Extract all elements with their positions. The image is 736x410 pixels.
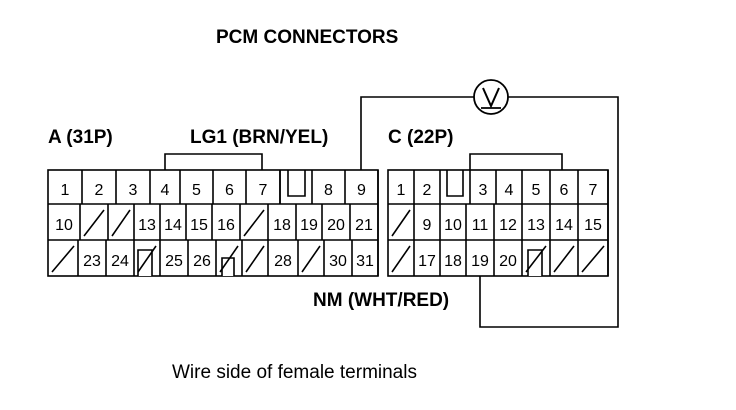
connector-c-pin: 10: [444, 217, 462, 234]
connector-a-pin: 3: [129, 182, 138, 199]
connector-a-pin: 23: [83, 253, 101, 270]
connector-a-pin: 26: [193, 253, 211, 270]
test-wiring: [164, 96, 619, 328]
connector-c-pin: 17: [418, 253, 436, 270]
connector-c-pin: 5: [532, 182, 541, 199]
diagram-caption: Wire side of female terminals: [172, 362, 417, 383]
connector-c-pin: 19: [471, 253, 489, 270]
connector-a-pin: 24: [111, 253, 129, 270]
connector-c-pin: 1: [397, 182, 406, 199]
connector-c-pin: 13: [527, 217, 545, 234]
connector-c-pin: 9: [423, 217, 432, 234]
connector-c-pin: 14: [555, 217, 573, 234]
connector-c-pin: 15: [584, 217, 602, 234]
connector-a-pin: 5: [192, 182, 201, 199]
connector-c-pin: 7: [589, 182, 598, 199]
connector-a-pin: 20: [327, 217, 345, 234]
connector-a-pin: 6: [225, 182, 234, 199]
connector-a-pin: 1: [61, 182, 70, 199]
connector-c-pin: 2: [423, 182, 432, 199]
connector-c-pin: 11: [472, 217, 489, 234]
connector-a-pin: 30: [329, 253, 347, 270]
connector-c-label: C (22P): [388, 127, 454, 148]
connector-a-pin: 4: [161, 182, 170, 199]
connector-a-pin: 21: [355, 217, 373, 234]
voltmeter-icon: [473, 79, 509, 115]
connector-a-lock: [287, 170, 306, 197]
connector-c-pin: 20: [499, 253, 517, 270]
connector-a-label: A (31P): [48, 127, 113, 148]
connector-a-pin: 2: [95, 182, 104, 199]
connector-a-pin: 18: [273, 217, 291, 234]
connector-c-lock: [446, 170, 464, 197]
connector-a-pin: 16: [217, 217, 235, 234]
diagram-title: PCM CONNECTORS: [216, 27, 399, 48]
connector-a-pin: 19: [300, 217, 318, 234]
connector-a-pin: 15: [190, 217, 208, 234]
connector-c-pin: 6: [560, 182, 569, 199]
connector-a-pin: 14: [164, 217, 182, 234]
connector-a-pin: 13: [138, 217, 156, 234]
connector-c-wire-label: NM (WHT/RED): [313, 290, 450, 311]
connector-a-pin: 7: [259, 182, 268, 199]
connector-a-pin: 31: [356, 253, 374, 270]
connector-a-wire-label: LG1 (BRN/YEL): [190, 127, 329, 148]
connector-a-pin: 25: [165, 253, 183, 270]
connector-a-pin: 8: [324, 182, 333, 199]
connector-a-pin: 9: [357, 182, 366, 199]
connector-c-pin: 4: [505, 182, 514, 199]
connector-c-pin: 12: [499, 217, 517, 234]
connector-c-pin: 3: [479, 182, 488, 199]
connector-a-pin: 28: [274, 253, 292, 270]
connector-c-pin: 18: [444, 253, 462, 270]
connector-a-pin: 10: [55, 217, 73, 234]
